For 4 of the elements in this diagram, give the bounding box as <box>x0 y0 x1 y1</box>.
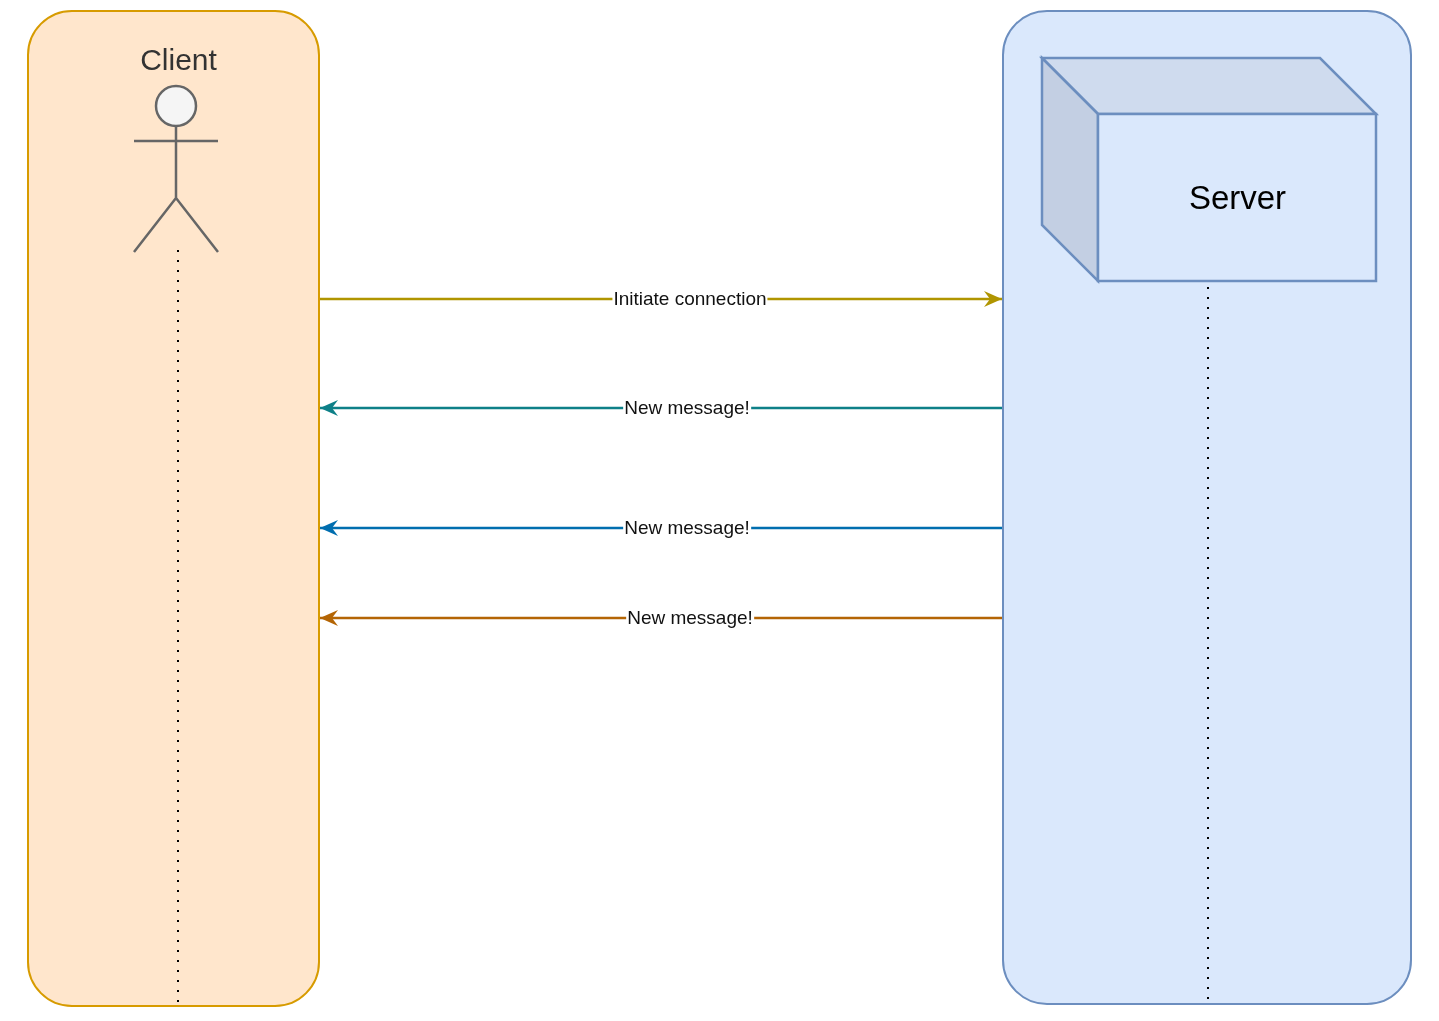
lane-title: Client <box>140 43 217 77</box>
lane-box <box>1002 10 1412 1005</box>
node-label: Server <box>1188 179 1287 217</box>
lane-box <box>27 10 320 1007</box>
